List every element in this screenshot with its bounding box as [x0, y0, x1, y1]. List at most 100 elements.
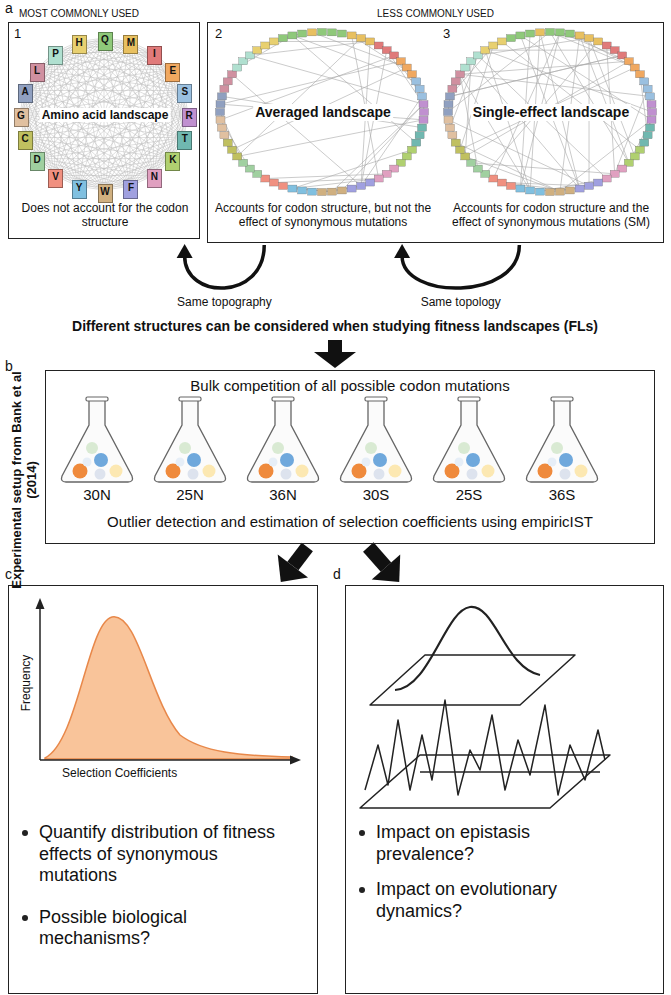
flask-rim — [551, 397, 573, 401]
network-edge — [589, 169, 622, 186]
y-axis — [39, 607, 41, 760]
smooth-plane — [370, 655, 575, 705]
codon-box — [407, 146, 416, 153]
codon-box — [448, 85, 457, 92]
cell — [560, 469, 571, 480]
codon-box — [640, 139, 649, 146]
codon-box — [445, 124, 454, 131]
network-edge — [460, 74, 650, 96]
cell — [362, 458, 371, 467]
network-drawings — [20, 29, 657, 196]
codon-box — [506, 35, 515, 42]
codon-box — [489, 175, 498, 182]
network-edge — [485, 50, 614, 51]
codon-box — [396, 58, 405, 65]
flask-label: 30S — [346, 486, 406, 504]
cell — [86, 442, 98, 454]
bullet-text: Impact on epistasis prevalence? — [376, 822, 626, 865]
network-edge — [24, 91, 130, 187]
cell — [575, 465, 588, 478]
caption-text: Accounts for codon structure, but not th… — [211, 201, 435, 229]
amino-acid-letter: K — [166, 153, 179, 166]
codon-box — [646, 124, 655, 131]
cell — [389, 465, 402, 478]
codon-box — [565, 30, 574, 37]
amino-acid-letter: W — [99, 185, 112, 198]
curved-arrow — [402, 245, 519, 288]
panel-number: 3 — [443, 26, 450, 42]
codon-box — [451, 139, 460, 146]
landscape-title: Averaged landscape — [253, 104, 393, 121]
codon-box — [366, 38, 375, 45]
amino-acid-letter: G — [15, 109, 28, 122]
cell — [187, 453, 201, 467]
codon-box — [610, 170, 619, 177]
codon-box — [223, 139, 232, 146]
codon-box — [220, 132, 229, 139]
codon-box — [269, 38, 278, 45]
codon-box — [419, 101, 428, 108]
codon-box — [516, 32, 525, 39]
axis-head — [36, 598, 45, 609]
connector — [368, 547, 400, 582]
amino-acid-letter: Y — [73, 181, 86, 194]
codon-box — [357, 35, 366, 42]
codon-box — [594, 179, 603, 186]
codon-box — [327, 29, 336, 36]
codon-box — [239, 159, 248, 166]
network-edge — [292, 35, 416, 142]
amino-acid-box: C — [18, 131, 33, 150]
network-edge — [55, 53, 172, 159]
cell — [203, 465, 216, 478]
panel-letter: a — [5, 0, 13, 17]
codon-box — [407, 71, 416, 78]
codon-box — [412, 139, 421, 146]
codon-box — [536, 29, 545, 36]
amino-acid-letter: D — [31, 153, 44, 166]
amino-acid-box: I — [147, 46, 162, 65]
network-edge — [550, 32, 635, 68]
network-edge — [292, 150, 412, 189]
codon-box — [643, 132, 652, 139]
cell — [176, 458, 185, 467]
codon-box — [216, 116, 225, 123]
cell — [365, 442, 377, 454]
codon-box — [308, 188, 317, 195]
codon-box — [575, 32, 584, 39]
codon-box — [602, 175, 611, 182]
codon-box — [216, 109, 225, 116]
codon-box — [233, 64, 242, 71]
codon-box — [288, 32, 297, 39]
codon-box — [374, 175, 383, 182]
codon-box — [594, 38, 603, 45]
network-edge — [222, 96, 422, 127]
network-edge — [485, 50, 652, 112]
smooth-peak — [395, 607, 540, 690]
cell — [188, 469, 199, 480]
codon-box — [526, 187, 535, 194]
codon-box — [402, 153, 411, 160]
network-edge — [456, 143, 560, 192]
network-edge — [104, 38, 188, 114]
codon-box — [585, 182, 594, 189]
cell — [95, 469, 106, 480]
codon-box — [635, 146, 644, 153]
codon-box — [228, 146, 237, 153]
amino-acid-box: T — [177, 131, 192, 150]
network-edge — [292, 35, 416, 81]
network-edge — [312, 32, 407, 67]
flask — [341, 400, 412, 482]
network-edge — [560, 120, 652, 192]
cell — [548, 458, 557, 467]
flask-rim — [272, 397, 294, 401]
amino-acid-letter: C — [19, 132, 32, 145]
codon-box — [288, 185, 297, 192]
flask-drawings — [62, 397, 598, 482]
codon-box — [555, 188, 564, 195]
flask-label: 36N — [253, 486, 313, 504]
codon-box — [233, 153, 242, 160]
codon-box — [497, 38, 506, 45]
amino-acid-letter: V — [49, 170, 62, 183]
landscape-title: Single-effect landscape — [471, 104, 631, 121]
